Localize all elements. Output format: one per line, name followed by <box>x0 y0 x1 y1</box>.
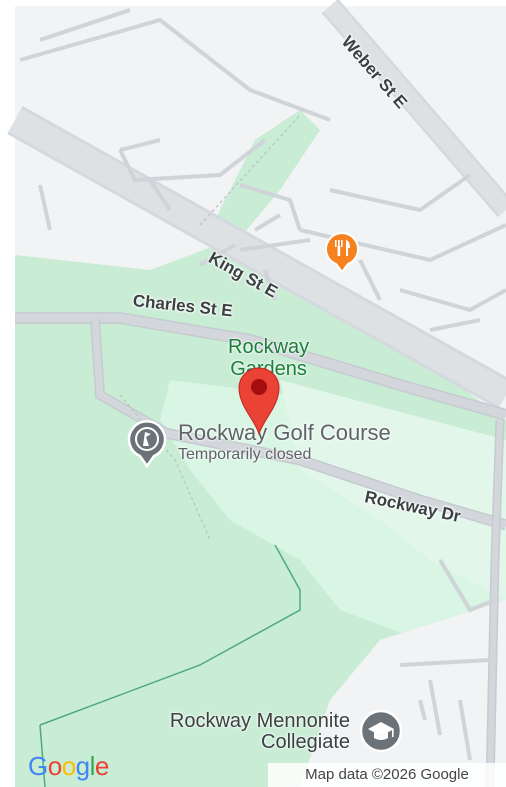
google-logo: Google <box>28 751 109 782</box>
google-logo-letter: o <box>47 751 62 781</box>
poi-label-school[interactable]: Rockway Mennonite Collegiate <box>169 710 350 753</box>
restaurant-icon[interactable] <box>322 230 362 279</box>
school-icon[interactable] <box>358 708 404 763</box>
google-logo-letter: o <box>61 751 76 781</box>
map-attribution[interactable]: Map data ©2026 Google <box>268 763 506 787</box>
location-pin-icon[interactable] <box>235 362 283 441</box>
google-logo-letter: e <box>94 751 109 781</box>
golf-icon[interactable] <box>124 418 170 473</box>
poi-status-golf-course: Temporarily closed <box>178 446 312 463</box>
google-logo-letter: G <box>28 751 48 781</box>
google-logo-letter: l <box>89 751 96 781</box>
poi-label-golf-course[interactable]: Rockway Golf Course <box>178 420 391 445</box>
google-logo-letter: g <box>75 751 90 781</box>
